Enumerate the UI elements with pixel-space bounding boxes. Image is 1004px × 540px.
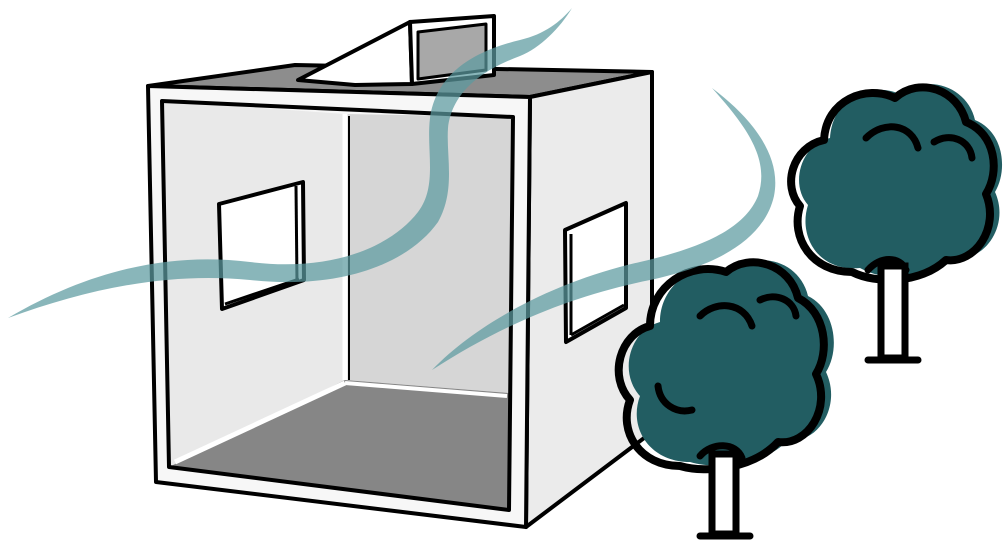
tree-trunk xyxy=(712,454,736,534)
tree-trunk xyxy=(881,266,905,358)
